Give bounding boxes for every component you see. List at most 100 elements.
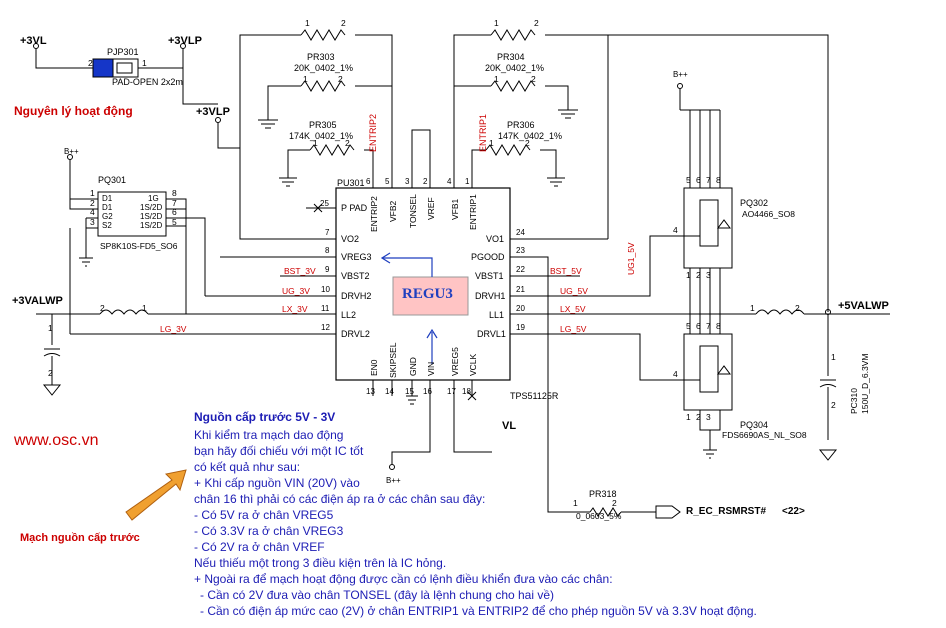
rail-3vlp-mid: +3VLP: [196, 106, 230, 118]
note-line-1: Khi kiểm tra mạch dao động: [194, 428, 344, 442]
pin-right-20: LL1: [489, 310, 505, 320]
svg-text:6: 6: [696, 321, 701, 331]
pr306-ref: PR306: [507, 120, 535, 130]
svg-text:1: 1: [494, 18, 499, 28]
note-line-2: bạn hãy đối chiếu với một IC tốt: [194, 444, 364, 458]
rail-3vl: +3VL: [20, 35, 47, 47]
svg-text:1S/2D: 1S/2D: [140, 212, 162, 221]
pin-left-num-9: 9: [325, 265, 330, 274]
svg-text:1: 1: [48, 323, 53, 333]
pin-bottom-num-18: 18: [462, 387, 471, 396]
pin-left-num-10: 10: [321, 285, 330, 294]
svg-text:1: 1: [142, 58, 147, 68]
svg-text:2: 2: [831, 400, 836, 410]
rail-bpp-right: B++: [673, 70, 688, 79]
pin-right-19: DRVL1: [477, 329, 506, 339]
heading-label: Nguyên lý hoạt động: [14, 104, 133, 118]
pin-bottom-16: VIN: [426, 361, 436, 376]
rail-bpp-bottom: B++: [386, 476, 401, 485]
net-lg-5v: LG_5V: [560, 324, 587, 334]
pr304-value: 20K_0402_1%: [485, 63, 545, 73]
jumper-pad-filled: [92, 58, 114, 78]
net-ug-5v: UG_5V: [560, 286, 588, 296]
pin-bottom-18: VCLK: [468, 353, 478, 376]
note-title: Nguồn cấp trước 5V - 3V: [194, 410, 336, 424]
pq304-value: FDS6690AS_NL_SO8: [722, 430, 807, 440]
svg-text:8: 8: [172, 188, 177, 198]
pin-left-num-7: 7: [325, 228, 330, 237]
svg-text:4: 4: [673, 225, 678, 235]
svg-text:2: 2: [531, 74, 536, 84]
pr306-value: 147K_0402_1%: [498, 131, 563, 141]
note-line-9: Nếu thiếu một trong 3 điều kiện trên là …: [194, 556, 447, 570]
svg-text:5: 5: [686, 321, 691, 331]
svg-text:8: 8: [716, 175, 721, 185]
pq302-ref: PQ302: [740, 198, 769, 208]
pin-bottom-13: EN0: [369, 359, 379, 376]
pin-left-11: LL2: [341, 310, 357, 320]
pin-left-8: VREG3: [341, 252, 372, 262]
note-line-10: + Ngoài ra để mạch hoạt động được cần có…: [194, 572, 613, 586]
note-line-3: có kết quả như sau:: [194, 460, 301, 474]
note-line-7: - Có 3.3V ra ở chân VREG3: [194, 524, 344, 538]
svg-text:2: 2: [338, 74, 343, 84]
pin-bottom-num-17: 17: [447, 387, 456, 396]
svg-text:2: 2: [100, 303, 105, 313]
pin-right-21: DRVH1: [475, 291, 506, 301]
pr303-value: 20K_0402_1%: [294, 63, 354, 73]
pin-top-num-6: 6: [366, 177, 371, 186]
note-line-4: + Khi cấp nguồn VIN (20V) vào: [194, 476, 360, 490]
pin-top-num-5: 5: [385, 177, 390, 186]
svg-text:1: 1: [90, 188, 95, 198]
pq301-value: SP8K10S-FD5_SO6: [100, 241, 178, 251]
pin-top-num-4: 4: [447, 177, 452, 186]
pq304-ref: PQ304: [740, 420, 769, 430]
pu301-ref: PU301: [337, 178, 365, 188]
pin-right-num-20: 20: [516, 304, 525, 313]
svg-text:1: 1: [142, 303, 147, 313]
net-bst-3v: BST_3V: [284, 266, 316, 276]
rail-3vlp-top: +3VLP: [168, 35, 202, 47]
pin-left-num-8: 8: [325, 246, 330, 255]
svg-text:1: 1: [686, 412, 691, 422]
pin-left-num-25: 25: [320, 199, 329, 208]
pin-bottom-num-13: 13: [366, 387, 375, 396]
regu3-highlight: [392, 276, 469, 316]
note-line-8: - Có 2V ra ở chân VREF: [194, 540, 325, 554]
svg-text:1: 1: [686, 270, 691, 280]
pin-bottom-17: VREG5: [450, 347, 460, 376]
svg-text:G2: G2: [102, 212, 113, 221]
svg-text:7: 7: [706, 175, 711, 185]
pr303-ref: PR303: [307, 52, 335, 62]
svg-text:1: 1: [831, 352, 836, 362]
svg-text:1G: 1G: [148, 194, 159, 203]
svg-text:2: 2: [534, 18, 539, 28]
svg-text:2: 2: [345, 138, 350, 148]
net-lg-3v: LG_3V: [160, 324, 187, 334]
pin-right-num-24: 24: [516, 228, 525, 237]
pin-right-num-19: 19: [516, 323, 525, 332]
pin-top-num-1: 1: [465, 177, 470, 186]
svg-text:7: 7: [172, 198, 177, 208]
pin-left-num-11: 11: [321, 304, 330, 313]
svg-text:2: 2: [612, 498, 617, 508]
website-label: www.osc.vn: [14, 432, 99, 449]
pin-right-num-23: 23: [516, 246, 525, 255]
pin-left-25: P PAD: [341, 203, 368, 213]
net-bst-5v: BST_5V: [550, 266, 582, 276]
svg-text:2: 2: [48, 368, 53, 378]
arrow-caption: Mạch nguồn cấp trước: [20, 532, 140, 544]
rail-5valwp: +5VALWP: [838, 300, 889, 312]
svg-text:D1: D1: [102, 203, 113, 212]
pin-bottom-num-14: 14: [385, 387, 394, 396]
pq302-value: AO4466_SO8: [742, 209, 795, 219]
note-line-11: - Cần có 2V đưa vào chân TONSEL (đây là …: [200, 588, 555, 602]
svg-text:1: 1: [305, 18, 310, 28]
pin-left-num-12: 12: [321, 323, 330, 332]
pin-top-6: ENTRIP2: [369, 196, 379, 232]
pin-right-24: VO1: [486, 234, 505, 244]
pjp301-value: PAD-OPEN 2x2m: [112, 77, 183, 87]
svg-text:1: 1: [494, 74, 499, 84]
